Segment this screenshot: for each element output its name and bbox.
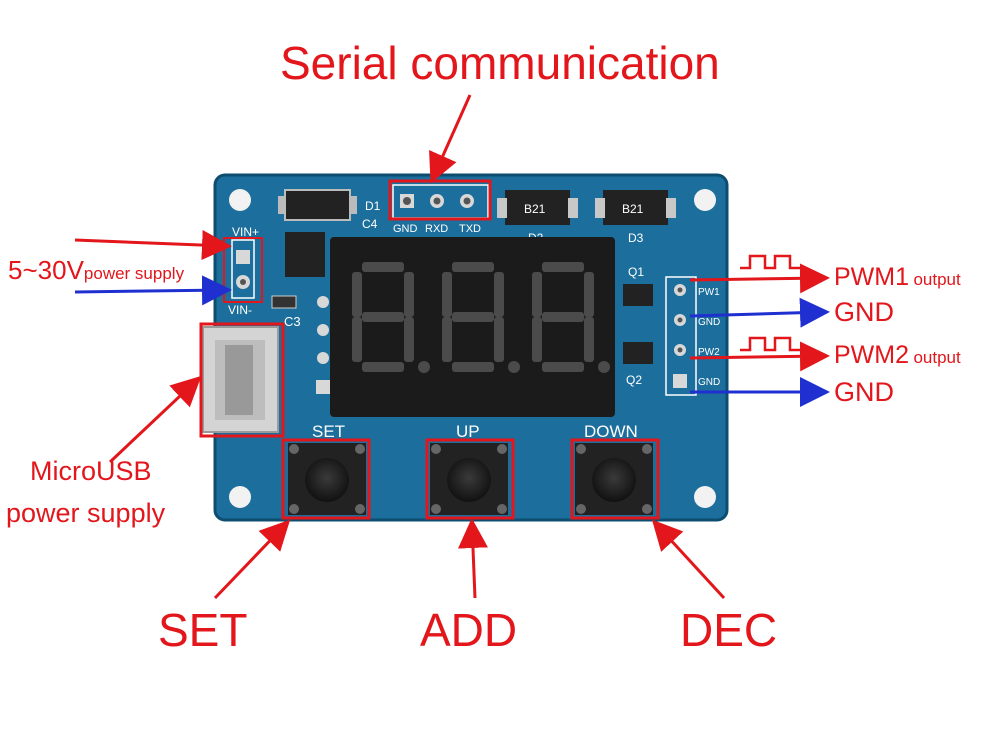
display-digits bbox=[352, 262, 610, 373]
pwm2-output-label: PWM2 output bbox=[834, 343, 961, 368]
svg-text:B21: B21 bbox=[622, 202, 644, 216]
serial-header bbox=[392, 184, 489, 219]
svg-text:B21: B21 bbox=[524, 202, 546, 216]
power-voltage: 5~30V bbox=[8, 255, 84, 285]
digit-3-segment-4 bbox=[542, 362, 584, 372]
label-pw2: PW2 bbox=[698, 347, 720, 358]
digit-2-segment-5 bbox=[442, 317, 452, 362]
digit-3-segment-2 bbox=[584, 272, 594, 317]
label-c3: C3 bbox=[284, 314, 301, 329]
digit-2-segment-6 bbox=[442, 272, 452, 317]
microusb-label-line1: MicroUSB bbox=[30, 456, 152, 486]
transistor-q1 bbox=[623, 284, 653, 306]
pwm1-output-label: PWM1 output bbox=[834, 265, 961, 290]
digit-3-segment-6 bbox=[532, 272, 542, 317]
button-down bbox=[575, 443, 653, 515]
digit-3-segment-1 bbox=[542, 262, 584, 272]
microusb-port bbox=[202, 326, 279, 433]
label-q1: Q1 bbox=[628, 265, 644, 279]
label-serial-rxd: RXD bbox=[425, 223, 448, 235]
pwm2-name: PWM2 bbox=[834, 341, 909, 369]
digit-3-segment-7 bbox=[542, 312, 584, 322]
label-d3: D3 bbox=[628, 231, 644, 245]
serial-communication-label: Serial communication bbox=[280, 37, 720, 89]
label-btn-up: UP bbox=[456, 422, 480, 441]
diode-d1 bbox=[284, 189, 351, 221]
pwm-header bbox=[665, 276, 697, 396]
label-serial-gnd: GND bbox=[393, 223, 418, 235]
annotation-arrows bbox=[74, 94, 830, 600]
diode-d2: B21 bbox=[497, 190, 578, 225]
button-set bbox=[288, 443, 366, 515]
label-vin-minus: VIN- bbox=[228, 303, 252, 317]
power-supply-label: 5~30Vpower supply bbox=[8, 257, 184, 283]
pwm1-suffix: output bbox=[913, 270, 961, 289]
digit-3-segment-3 bbox=[584, 317, 594, 362]
pwm2-suffix: output bbox=[913, 348, 961, 367]
label-btn-down: DOWN bbox=[584, 422, 638, 441]
gnd1-label: GND bbox=[834, 297, 894, 327]
digit-2-segment-7 bbox=[452, 312, 494, 322]
dec-label: DEC bbox=[680, 604, 778, 656]
digit-2-segment-4 bbox=[452, 362, 494, 372]
regulator-chip bbox=[285, 232, 325, 277]
digit-2-segment-1 bbox=[452, 262, 494, 272]
pwm-waveforms bbox=[740, 254, 800, 352]
digit-1-segment-5 bbox=[352, 317, 362, 362]
label-d1: D1 bbox=[365, 199, 381, 213]
label-c4: C4 bbox=[362, 217, 378, 231]
pwm1-name: PWM1 bbox=[834, 263, 909, 291]
label-q2: Q2 bbox=[626, 373, 642, 387]
label-pwm-gnd-a: GND bbox=[698, 317, 720, 328]
transistor-q2 bbox=[623, 342, 653, 364]
digit-2-segment-2 bbox=[494, 272, 504, 317]
digit-1-segment-3 bbox=[404, 317, 414, 362]
side-pins bbox=[316, 296, 330, 394]
microusb-label-line2: power supply bbox=[6, 498, 166, 528]
digit-2-segment-3 bbox=[494, 317, 504, 362]
vin-terminal bbox=[231, 239, 255, 299]
digit-1-segment-6 bbox=[352, 272, 362, 317]
digit-1-decimal-point bbox=[418, 361, 430, 373]
label-pw1: PW1 bbox=[698, 287, 720, 298]
label-vin-plus: VIN+ bbox=[232, 225, 259, 239]
diode-d3: B21 bbox=[595, 190, 676, 225]
gnd2-label: GND bbox=[834, 377, 894, 407]
digit-2-decimal-point bbox=[508, 361, 520, 373]
digit-1-segment-2 bbox=[404, 272, 414, 317]
add-label: ADD bbox=[420, 604, 518, 656]
label-pwm-gnd-b: GND bbox=[698, 377, 720, 388]
digit-3-decimal-point bbox=[598, 361, 610, 373]
digit-1-segment-7 bbox=[362, 312, 404, 322]
button-up bbox=[430, 443, 508, 515]
label-btn-set: SET bbox=[312, 422, 345, 441]
digit-1-segment-4 bbox=[362, 362, 404, 372]
digit-3-segment-5 bbox=[532, 317, 542, 362]
digit-1-segment-1 bbox=[362, 262, 404, 272]
set-label: SET bbox=[158, 604, 248, 656]
mounting-holes bbox=[229, 189, 716, 508]
seven-segment-display bbox=[330, 237, 615, 417]
label-serial-txd: TXD bbox=[459, 223, 481, 235]
power-suffix: power supply bbox=[83, 264, 185, 283]
